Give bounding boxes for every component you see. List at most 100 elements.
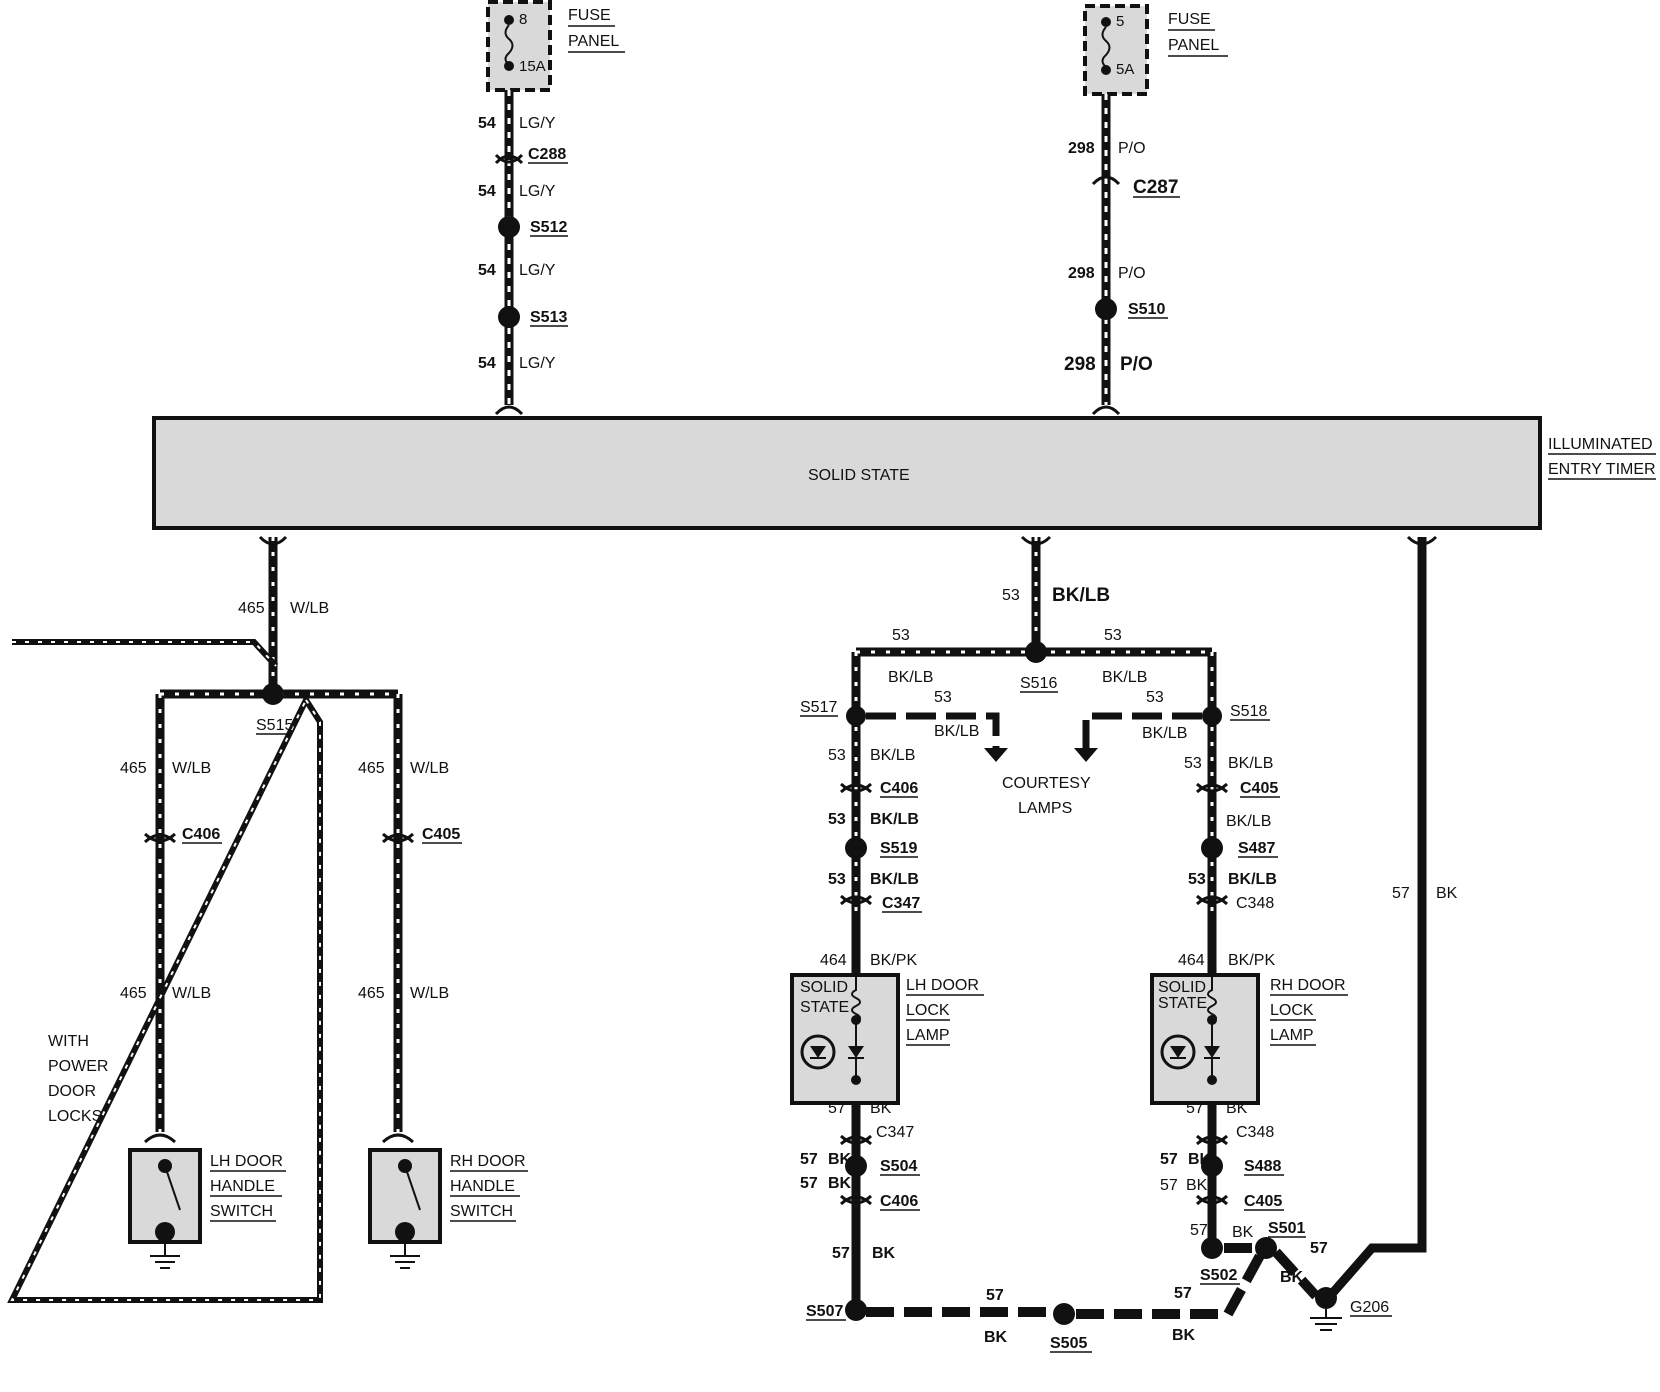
c57-num-lh-1: 57 [828, 1100, 846, 1117]
c57-color-lh-3: BK [828, 1175, 852, 1192]
rh-switch-label-3: SWITCH [450, 1203, 513, 1220]
rh-lamp-label-1: RH DOOR [1270, 977, 1346, 994]
timer-label-1: ILLUMINATED [1548, 436, 1653, 453]
c465-color-top: W/LB [290, 600, 329, 617]
feed54-color-1: LG/Y [519, 115, 556, 132]
c53-color-left: BK/LB [888, 669, 933, 686]
feed54-num-4: 54 [478, 355, 496, 372]
splice-s510: S510 [1128, 301, 1165, 318]
splice-s512: S512 [530, 219, 567, 236]
c465-num-lh-1: 465 [120, 760, 147, 777]
c57-num-bottom-l: 57 [986, 1287, 1004, 1304]
timer-label-2: ENTRY TIMER [1548, 461, 1656, 478]
courtesy-label-2: LAMPS [1018, 800, 1072, 817]
fuse-panel-right: 5 5A FUSE PANEL [1083, 4, 1228, 96]
feed-circuit-298: 298 P/O C287 298 P/O S510 298 P/O [1064, 94, 1180, 416]
connector-c406-bottom: C406 [880, 1193, 918, 1210]
splice-s513: S513 [530, 309, 567, 326]
c465-color-rh-2: W/LB [410, 985, 449, 1002]
c57-num-right: 57 [1392, 885, 1410, 902]
c465-color-lh-2: W/LB [172, 985, 211, 1002]
feed54-num-3: 54 [478, 262, 496, 279]
c53-num-lh-3: 53 [828, 871, 846, 888]
connector-c348-top: C348 [1236, 895, 1274, 912]
fuse-right-rating: 5A [1116, 61, 1134, 78]
option-label-1: WITH [48, 1033, 89, 1050]
c53-num-rh-1: 53 [1184, 755, 1202, 772]
c53-num-top: 53 [1002, 587, 1020, 604]
lh-switch-label-3: SWITCH [210, 1203, 273, 1220]
door-switch-circuit-465: 465 W/LB S515 465 W/LB 465 W/LB C406 C40… [7, 535, 462, 1303]
timer-body-text: SOLID STATE [808, 467, 910, 484]
fuse-left-rating: 15A [519, 58, 546, 75]
c57-color-lh-2: BK [828, 1151, 852, 1168]
ground-g206: G206 [1350, 1299, 1389, 1316]
c53-num-branch-l: 53 [934, 689, 952, 706]
fuse-left-number: 8 [519, 11, 527, 28]
c53-color-branch-l: BK/LB [934, 723, 979, 740]
c57-num-rh-4: 57 [1190, 1222, 1208, 1239]
fuse-left-label-1: FUSE [568, 7, 611, 24]
c53-color-top: BK/LB [1052, 585, 1110, 606]
c57-color-lh-1: BK [870, 1100, 892, 1117]
c465-num-lh-2: 465 [120, 985, 147, 1002]
c57-color-rh-2: BK [1188, 1151, 1212, 1168]
fuse-panel-left: 8 15A FUSE PANEL [486, 0, 625, 92]
splice-s488: S488 [1244, 1158, 1281, 1175]
c53-color-rh-1: BK/LB [1228, 755, 1273, 772]
c53-num-left: 53 [892, 627, 910, 644]
feed298-color-3: P/O [1120, 354, 1153, 375]
rh-lamp-solid-1: SOLID [1158, 979, 1206, 996]
connector-c405-bottom: C405 [1244, 1193, 1282, 1210]
c57-num-rh-1: 57 [1186, 1100, 1204, 1117]
c464-color-rh: BK/PK [1228, 952, 1275, 969]
c53-color-rh-2: BK/LB [1226, 813, 1271, 830]
c57-color-rh-1: BK [1226, 1100, 1248, 1117]
c57-color-rh-4: BK [1232, 1224, 1254, 1241]
lh-lamp-label-2: LOCK [906, 1002, 950, 1019]
c57-color-bottom-r: BK [1172, 1327, 1196, 1344]
feed54-color-4: LG/Y [519, 355, 556, 372]
c464-num-lh: 464 [820, 952, 847, 969]
connector-c348-bottom: C348 [1236, 1124, 1274, 1141]
splice-s504: S504 [880, 1158, 917, 1175]
feed54-num-1: 54 [478, 115, 496, 132]
ground-circuit-57: 57 BK 57 BK 57 BK C347 C348 57 BK 57 BK … [800, 535, 1458, 1353]
c57-num-rh-3: 57 [1160, 1177, 1178, 1194]
rh-switch-label-1: RH DOOR [450, 1153, 526, 1170]
connector-c405-lamp: C405 [1240, 780, 1278, 797]
connector-c405-switch: C405 [422, 826, 460, 843]
c53-num-branch-r: 53 [1146, 689, 1164, 706]
c53-num-lh-1: 53 [828, 747, 846, 764]
feed298-num-3: 298 [1064, 354, 1096, 375]
c57-num-lh-2: 57 [800, 1151, 818, 1168]
connector-c347-top: C347 [882, 895, 920, 912]
illuminated-entry-timer: SOLID STATE ILLUMINATED ENTRY TIMER [152, 416, 1656, 530]
c464-color-lh: BK/PK [870, 952, 917, 969]
fuse-left-label-2: PANEL [568, 33, 619, 50]
splice-s516: S516 [1020, 675, 1057, 692]
rh-switch-label-2: HANDLE [450, 1178, 515, 1195]
c465-color-rh-1: W/LB [410, 760, 449, 777]
rh-lamp-label-2: LOCK [1270, 1002, 1314, 1019]
courtesy-label-1: COURTESY [1002, 775, 1091, 792]
lh-switch-label-1: LH DOOR [210, 1153, 283, 1170]
connector-c287: C287 [1133, 177, 1178, 198]
c57-color-bottom-l: BK [984, 1329, 1008, 1346]
fuse-right-label-2: PANEL [1168, 37, 1219, 54]
c465-color-lh-1: W/LB [172, 760, 211, 777]
c57-num-ground: 57 [1310, 1240, 1328, 1257]
c57-num-bottom-r: 57 [1174, 1285, 1192, 1302]
c53-color-lh-1: BK/LB [870, 747, 915, 764]
splice-s505: S505 [1050, 1335, 1087, 1352]
c464-num-rh: 464 [1178, 952, 1205, 969]
c53-num-right: 53 [1104, 627, 1122, 644]
fuse-right-number: 5 [1116, 13, 1124, 30]
rh-lamp-label-3: LAMP [1270, 1027, 1314, 1044]
lh-door-handle-switch: LH DOOR HANDLE SWITCH [128, 1148, 286, 1269]
c57-color-rh-3: BK [1186, 1177, 1208, 1194]
c57-num-lh-3: 57 [800, 1175, 818, 1192]
courtesy-circuit-53: 53 BK/LB 53 53 BK/LB BK/LB S516 S517 S51… [800, 535, 1280, 945]
c465-num-top: 465 [238, 600, 265, 617]
feed298-color-2: P/O [1118, 265, 1146, 282]
